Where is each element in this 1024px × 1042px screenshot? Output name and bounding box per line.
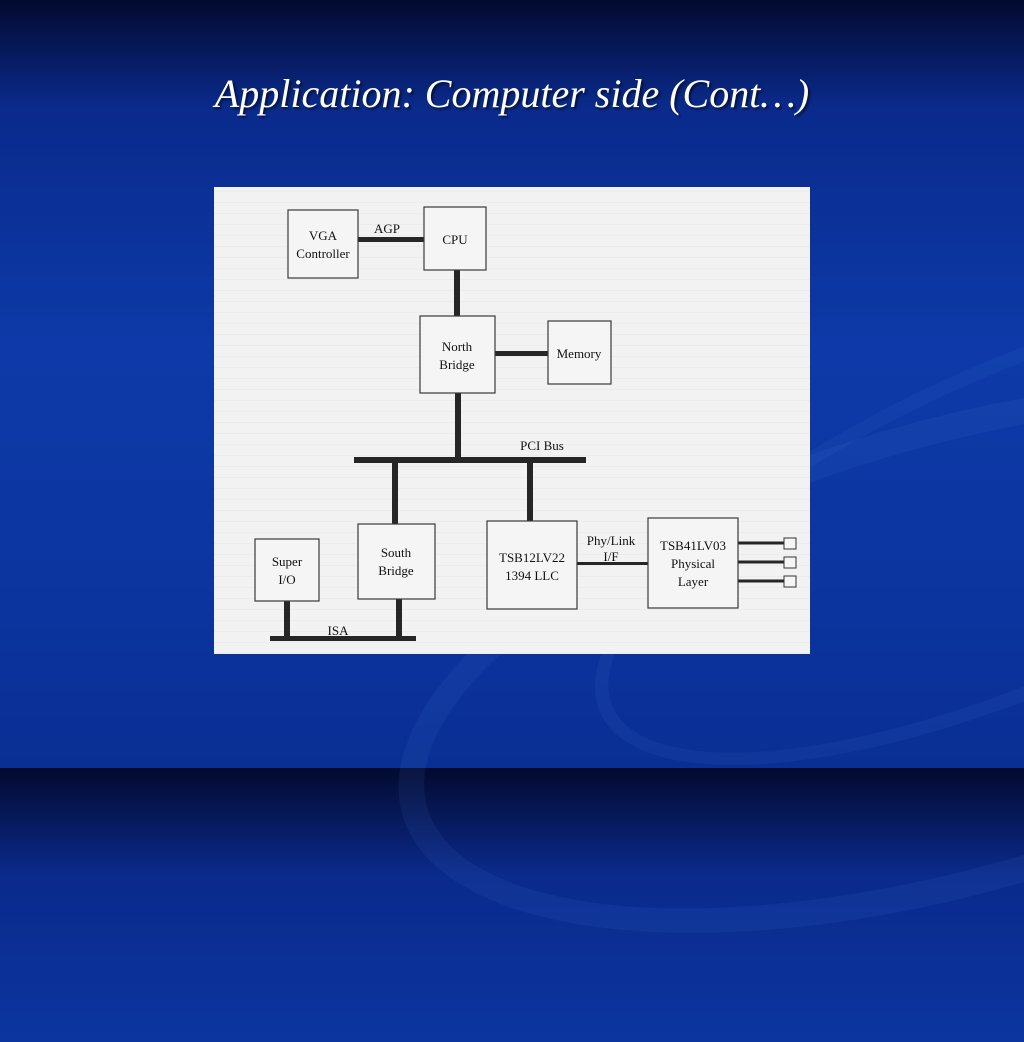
block-diagram-svg: VGA Controller CPU North Bridge Memory S…: [254, 206, 797, 641]
block-diagram: VGA Controller CPU North Bridge Memory S…: [214, 187, 810, 654]
south-bridge-label-2: Bridge: [378, 563, 414, 578]
southbridge-isa-link: [396, 599, 402, 639]
cpu-label: CPU: [442, 232, 468, 247]
pci-bus-label: PCI Bus: [520, 438, 564, 453]
south-bridge-box: [357, 523, 436, 600]
agp-link: [358, 237, 424, 242]
vga-label-1: VGA: [309, 228, 338, 243]
super-io-box: [254, 538, 320, 602]
phylink-if-line: [577, 562, 648, 565]
vga-label-2: Controller: [296, 246, 350, 261]
superio-isa-link: [284, 601, 290, 639]
slide-title: Application: Computer side (Cont…): [214, 71, 810, 116]
memory-label: Memory: [557, 346, 602, 361]
isa-bus-line: [270, 636, 416, 641]
north-bridge-label-1: North: [442, 339, 473, 354]
vga-controller-box: [287, 209, 359, 279]
northbridge-pci-link: [455, 393, 461, 459]
port-connector: [783, 556, 797, 569]
isa-label: ISA: [328, 623, 350, 638]
port-connector: [783, 575, 797, 588]
cpu-northbridge-link: [454, 270, 460, 316]
pci-southbridge-link: [392, 461, 398, 524]
phylink-label-2: I/F: [603, 549, 618, 564]
north-bridge-box: [419, 315, 496, 394]
phy-label-3: Layer: [678, 574, 709, 589]
super-io-label-2: I/O: [278, 572, 295, 587]
north-bridge-label-2: Bridge: [439, 357, 475, 372]
agp-label: AGP: [374, 221, 400, 236]
llc-label-1: TSB12LV22: [499, 550, 565, 565]
phy-label-1: TSB41LV03: [660, 538, 726, 553]
cpu-box: [423, 206, 487, 271]
memory-link: [495, 351, 548, 356]
pci-llc-link: [527, 461, 533, 521]
phylink-label-1: Phy/Link: [587, 533, 636, 548]
phy-label-2: Physical: [671, 556, 715, 571]
super-io-label-1: Super: [272, 554, 303, 569]
llc-label-2: 1394 LLC: [505, 568, 559, 583]
tsb12lv22-llc-box: [486, 520, 578, 610]
memory-box: [547, 320, 612, 385]
south-bridge-label-1: South: [381, 545, 412, 560]
port-connector: [783, 537, 797, 550]
tsb41lv03-phy-box: [647, 517, 739, 609]
pci-bus-line: [354, 457, 586, 463]
